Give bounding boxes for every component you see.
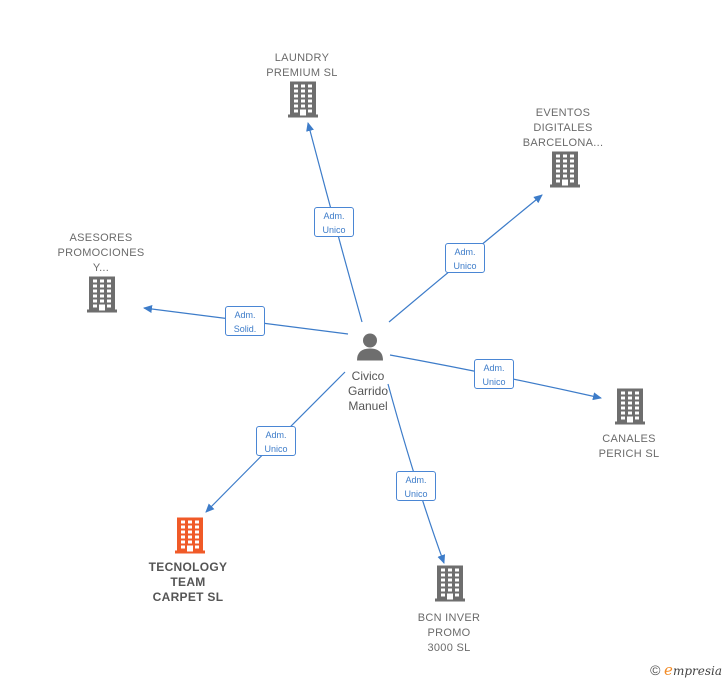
role-badge-canales[interactable]: Adm. Unico <box>474 359 514 389</box>
role-badge-asesores[interactable]: Adm. Solid. <box>225 306 265 336</box>
building-icon-bcn[interactable] <box>435 565 465 607</box>
role-badge-tecnology[interactable]: Adm. Unico <box>256 426 296 456</box>
brand-logo-text: mpresia <box>672 664 722 678</box>
building-icon-eventos[interactable] <box>550 151 580 193</box>
building-icon-laundry[interactable] <box>288 81 318 123</box>
company-label-tecnology[interactable]: TECNOLOGY TEAM CARPET SL <box>148 560 228 604</box>
role-badge-laundry[interactable]: Adm. Unico <box>314 207 354 237</box>
building-icon-tecnology[interactable] <box>175 517 205 559</box>
person-icon[interactable] <box>355 332 385 367</box>
building-icon-asesores[interactable] <box>87 276 117 318</box>
role-badge-bcn[interactable]: Adm. Unico <box>396 471 436 501</box>
company-label-bcn[interactable]: BCN INVER PROMO 3000 SL <box>417 612 481 654</box>
copyright-symbol: © <box>650 662 661 678</box>
company-label-laundry[interactable]: LAUNDRY PREMIUM SL <box>266 52 338 79</box>
company-label-eventos[interactable]: EVENTOS DIGITALES BARCELONA... <box>522 107 604 149</box>
brand-logo-e: e <box>664 661 673 679</box>
company-label-canales[interactable]: CANALES PERICH SL <box>598 433 660 460</box>
building-icon-canales[interactable] <box>615 388 645 430</box>
company-label-asesores[interactable]: ASESORES PROMOCIONES Y... <box>57 232 145 274</box>
person-name[interactable]: Civico Garrido Manuel <box>347 369 389 413</box>
brand-watermark: © empresia <box>650 661 722 679</box>
role-badge-eventos[interactable]: Adm. Unico <box>445 243 485 273</box>
